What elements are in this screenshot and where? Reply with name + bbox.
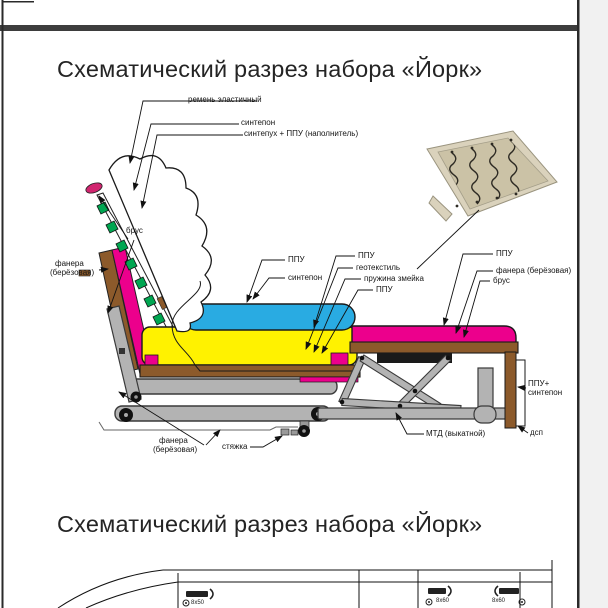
tie-device	[280, 428, 290, 436]
pullout-leg	[477, 367, 494, 411]
side-panel-foam	[515, 359, 526, 427]
label-ppu-sintepon-2: синтепон	[528, 388, 563, 397]
backrest	[78, 182, 189, 403]
leg-foot	[473, 405, 497, 424]
label-brus-right: брус	[493, 276, 510, 285]
top-beam-cap	[85, 182, 103, 194]
back-cushion	[108, 154, 358, 372]
label-dsp: дсп	[530, 428, 543, 437]
label-fanera-left-2: (берёзовая)	[50, 268, 95, 277]
spring-clips	[96, 201, 166, 326]
frame-tube-lower	[114, 405, 331, 422]
label-ppu-seat-right: ППУ	[358, 251, 375, 260]
screw-icon	[428, 588, 446, 594]
bracket-box	[377, 352, 452, 363]
label-fanera-bottom: фанера	[159, 436, 188, 445]
label-mtd: МТД (выкатной)	[426, 429, 486, 438]
label-fanera-right: фанера (берёзовая)	[496, 266, 572, 275]
cushion-outline	[108, 154, 212, 333]
label-ppu-seat-left: ППУ	[288, 255, 305, 264]
label-elastic-strap: ремень эластичный	[188, 95, 262, 104]
screw-icon	[186, 591, 208, 597]
page-border-left	[1, 0, 4, 608]
pullout-mattress	[351, 325, 517, 344]
label-zigzag-spring: пружина змейка	[364, 274, 424, 283]
label-styazhka: стяжка	[222, 442, 248, 451]
side-panel-dsp	[504, 351, 517, 429]
hardware-size-3: 8x60	[492, 598, 506, 604]
screw-icons	[182, 585, 526, 607]
photo-pointer-line	[416, 209, 480, 270]
label-geotextil: геотекстиль	[356, 263, 401, 272]
label-ppu-sintepon: ППУ+	[528, 379, 550, 388]
wire	[171, 280, 358, 372]
pullout-board	[349, 341, 519, 354]
page-border-right	[577, 0, 580, 608]
seat-foam-yellow	[141, 326, 358, 366]
spring-block-photo	[426, 130, 558, 222]
label-ppu-seat-bottom: ППУ	[376, 285, 393, 294]
label-sintepon-seat: синтепон	[288, 273, 323, 282]
page-title-bottom: Схематический разрез набора «Йорк»	[57, 511, 483, 537]
sofa-base-frame	[98, 378, 338, 437]
spring-fixings	[450, 138, 518, 208]
page-break-bar	[0, 25, 579, 31]
label-fanera-left: фанера	[55, 259, 84, 268]
label-sintepuh-ppu: синтепух + ППУ (наполнитель)	[244, 129, 359, 138]
page-title-top: Схематический разрез набора «Йорк»	[57, 56, 483, 82]
bottom-drawing	[57, 560, 553, 608]
label-ppu-ottoman: ППУ	[496, 249, 513, 258]
hardware-size-2: 8x60	[436, 598, 450, 604]
label-sintepon-top: синтепон	[241, 118, 276, 127]
scissor-mechanism	[338, 354, 462, 414]
screw-icon	[499, 588, 519, 594]
hardware-size-1: 8x50	[191, 600, 205, 606]
label-fanera-bottom-2: (берёзовая)	[153, 445, 198, 454]
wood-block	[78, 269, 91, 277]
label-brus-left: брус	[126, 226, 143, 235]
leader-lines	[98, 100, 529, 448]
